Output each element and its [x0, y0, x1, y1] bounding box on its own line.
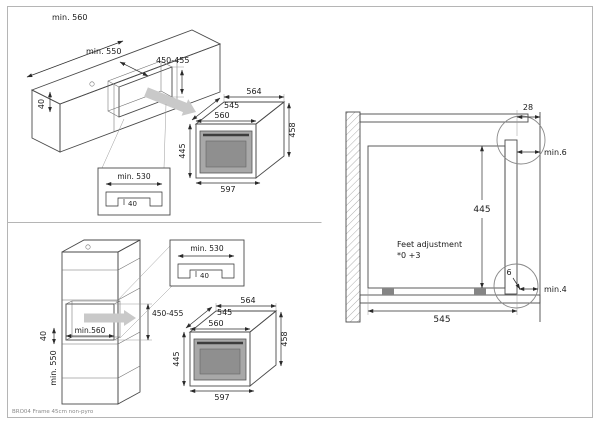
dim-label-564: 564	[240, 296, 255, 305]
vent-hole	[85, 244, 91, 250]
frame-profile	[105, 191, 163, 207]
dim-label-458: 458	[288, 122, 297, 137]
inset-box	[97, 167, 171, 216]
dim-label-front-gap-top: min.6	[544, 148, 567, 157]
oven-front-face	[189, 331, 251, 387]
inset-label-inner-width: min. 530	[190, 244, 223, 253]
dim-label-frame-clearance: 40	[39, 331, 48, 341]
frame-profile	[177, 263, 235, 279]
feet-adjustment-label: Feet adjustment	[397, 240, 462, 249]
column-shelf-lines	[62, 257, 141, 379]
dim-label-564: 564	[246, 87, 261, 96]
dim-label-niche-height: 450-455	[156, 56, 189, 65]
cabinet-top-panel	[359, 113, 529, 123]
niche-depth-lines	[107, 60, 173, 118]
document-code: BRO04 Frame 45cm non-pyro	[12, 409, 94, 415]
inset-box	[169, 239, 245, 287]
oven-front-frame	[504, 139, 518, 295]
oven-dimension-lines	[182, 303, 283, 393]
oven-side-face	[255, 101, 285, 179]
outlet-hole	[89, 81, 95, 87]
dim-label-445: 445	[178, 143, 187, 158]
dim-label-oven-height: 445	[473, 205, 490, 215]
dim-label-597: 597	[214, 393, 229, 402]
oven-isometric-bottom: 564 545 560 445 458 597	[172, 296, 289, 402]
insertion-arrow-icon	[84, 310, 136, 326]
dim-label-bottom-clearance: 6	[506, 268, 511, 277]
counter-detail-inset: min. 530 40	[97, 167, 171, 216]
page-border	[7, 6, 593, 418]
dim-label-niche-width: min. 560	[52, 13, 87, 22]
inset-label-rail: 40	[200, 272, 209, 280]
dim-label-545: 545	[224, 101, 239, 110]
inset-label-inner-width: min. 530	[117, 172, 150, 181]
inset-dimension-lines	[177, 254, 235, 277]
dim-label-top-clearance: 28	[523, 103, 533, 112]
dim-label-445: 445	[172, 351, 181, 366]
insertion-arrow-icon	[144, 87, 196, 116]
wall-hatch	[345, 111, 361, 323]
dim-label-560: 560	[208, 319, 223, 328]
oven-dimension-lines	[188, 94, 291, 185]
oven-foot-front	[474, 288, 486, 295]
dim-label-597: 597	[220, 185, 235, 194]
dim-label-oven-depth: 545	[433, 315, 450, 325]
dim-label-front-gap-bottom: min.4	[544, 285, 567, 294]
column-dimension-lines	[52, 245, 173, 345]
oven-door-glass	[205, 140, 247, 168]
detail-circle-bottom	[493, 263, 539, 309]
column-installation-diagram: 450-455 min.560 40 min. 550 min. 530 40	[39, 239, 289, 405]
oven-side-face	[249, 310, 277, 387]
oven-foot-rear	[382, 288, 394, 295]
section-dimension-lines	[367, 110, 541, 315]
dim-label-frame-clearance: 40	[37, 99, 46, 109]
dim-label-niche-width: min.560	[75, 326, 106, 335]
niche-back-panel	[107, 60, 162, 112]
dim-label-niche-depth: min. 550	[86, 47, 121, 56]
countertop-installation-diagram: min. 560 min. 550 450-455 40 min. 530 40	[26, 13, 297, 216]
counter-top-face	[30, 29, 222, 105]
oven-body-side-view	[367, 145, 506, 289]
dim-label-niche-height: 450-455	[152, 309, 184, 318]
dim-label-545: 545	[217, 308, 232, 317]
dim-label-560: 560	[214, 111, 229, 120]
oven-isometric-top: 564 545 560 445 458 597	[178, 87, 297, 194]
inset-dimension-lines	[105, 182, 163, 205]
column-front-face	[61, 251, 119, 405]
feet-adjustment-value: *0 +3	[397, 251, 420, 260]
detail-circle-top	[496, 115, 546, 165]
side-section-diagram: 28 min.6 445 Feet adjustment *0 +3 6 min…	[345, 103, 567, 325]
bottom-shelf	[359, 294, 541, 304]
dim-label-458: 458	[280, 331, 289, 346]
oven-door-glass	[199, 348, 241, 375]
dim-label-niche-depth: min. 550	[49, 350, 58, 385]
column-detail-inset: min. 530 40	[169, 239, 245, 287]
countertop-dimension-lines	[26, 40, 184, 169]
inset-label-rail: 40	[128, 200, 137, 208]
oven-front-face	[195, 123, 257, 179]
